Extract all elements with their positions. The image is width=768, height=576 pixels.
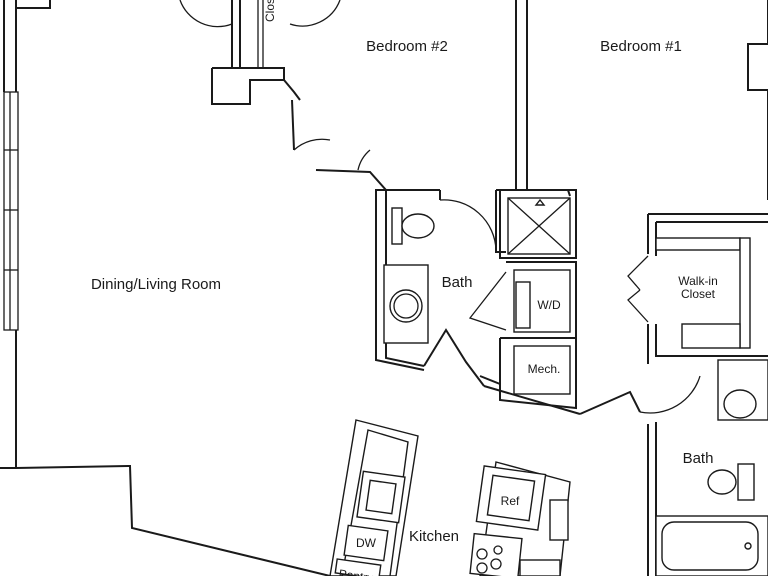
closet-top	[179, 0, 341, 105]
label-refrigerator: Ref	[501, 494, 520, 508]
bedroom2-walls	[291, 0, 528, 191]
window-left	[3, 91, 19, 331]
label-bath-right: Bath	[683, 450, 714, 467]
shower	[496, 189, 577, 259]
label-kitchen: Kitchen	[409, 528, 459, 545]
label-mechanical: Mech.	[528, 362, 561, 376]
kitchen-counter-left	[329, 419, 419, 576]
label-bedroom2: Bedroom #2	[366, 38, 448, 55]
bath-center-walls	[375, 189, 506, 387]
label-walkin-line1: Walk-in	[678, 274, 718, 288]
label-dishwasher: DW	[356, 536, 377, 550]
label-washer-dryer: W/D	[537, 298, 561, 312]
kitchen-counter-right	[469, 461, 571, 576]
label-pantry: Pantry	[338, 567, 374, 576]
label-walkin-line2: Closet	[681, 287, 716, 301]
label-bath-center: Bath	[442, 274, 473, 291]
walkin-closet-walls	[527, 189, 768, 364]
mech-closet	[479, 337, 581, 415]
label-closet-top: Clos	[263, 0, 277, 22]
label-dining-living-room: Dining/Living Room	[91, 276, 221, 293]
label-bedroom1: Bedroom #1	[600, 38, 682, 55]
bath-right-walls	[579, 359, 768, 576]
